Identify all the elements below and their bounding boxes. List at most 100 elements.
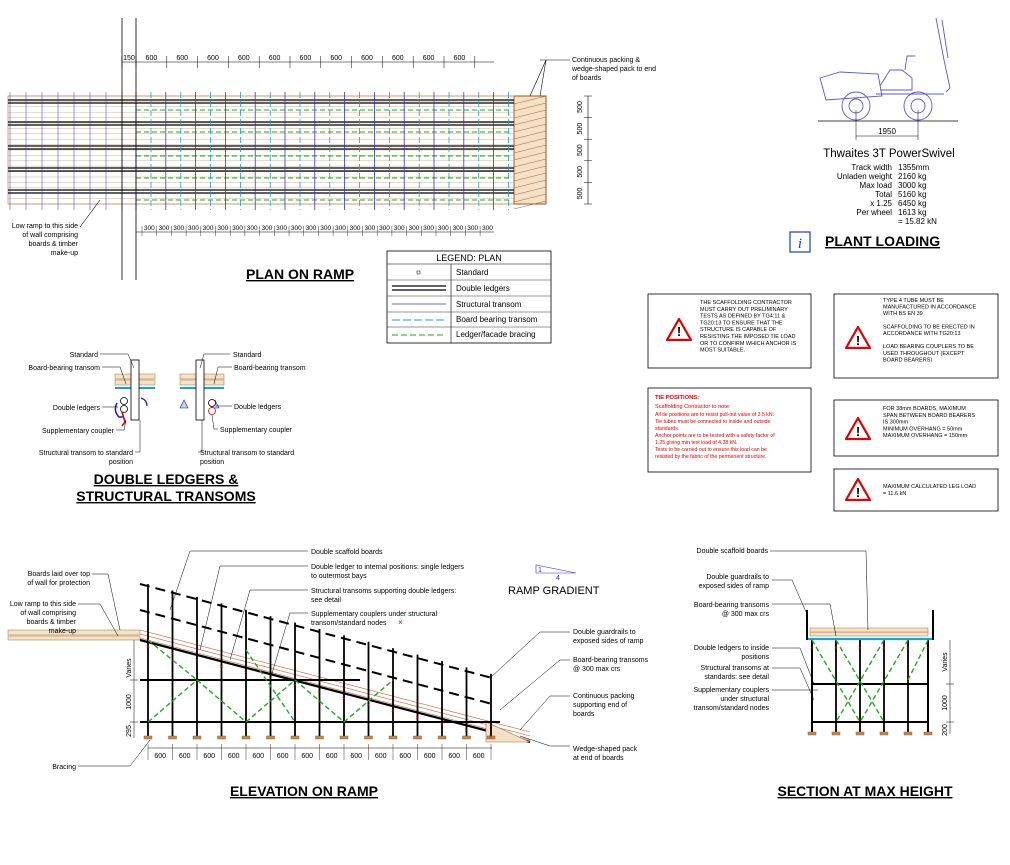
detail-l-position: position — [109, 459, 133, 466]
plant-row-label: Max load — [860, 181, 892, 190]
bottom-dim-label: 300 — [203, 225, 214, 232]
bottom-dim-label: 300 — [320, 225, 331, 232]
base-plate — [903, 731, 913, 736]
bottom-dim-label: 300 — [291, 225, 302, 232]
warning-text-line: TESTS AS DEFINED BY TG4:11 & — [700, 314, 786, 320]
base-plate — [266, 735, 275, 740]
plant-row-value: 1613 kg — [898, 208, 926, 217]
top-dim-label: 600 — [423, 55, 435, 62]
warning-text-line: FOR 38mm BOARDS, MAXIMUM — [883, 406, 966, 412]
detail-r-board-bearing: Board-bearing transom — [234, 365, 306, 372]
elev-vdim-varies: Varies — [126, 658, 133, 678]
sec-label-5: Double ledgers to inside — [694, 645, 769, 652]
sec-vdim-200: 200 — [942, 724, 949, 736]
elev-right-6: boards — [573, 711, 595, 718]
detail-title-1: DOUBLE LEDGERS & — [94, 471, 239, 487]
warning-text-line: TG20:13 TO ENSURE THAT THE — [700, 320, 783, 326]
bottom-dim-label: 300 — [350, 225, 361, 232]
warning-icon: ! — [844, 325, 872, 350]
svg-text:!: ! — [856, 485, 860, 500]
gradient-title: RAMP GRADIENT — [508, 585, 600, 597]
plant-dim: 1950 — [878, 127, 896, 136]
detail-r-position: position — [200, 459, 224, 466]
plant-row-label: Per wheel — [856, 208, 892, 217]
elev-bracing — [245, 679, 296, 723]
sec-label-2: exposed sides of ramp — [699, 583, 770, 590]
legend-item-standard: Standard — [456, 268, 488, 277]
elev-label-2: to outermost bays — [311, 573, 367, 580]
supp-coupler-mark: × — [440, 722, 444, 728]
detail-r-standard: Standard — [233, 352, 262, 359]
tie-line: Anchor points are to be tested with a sa… — [655, 433, 775, 439]
bottom-dim-label: 300 — [408, 225, 419, 232]
elev-right-8: at end of boards — [573, 755, 624, 762]
plant-row-value: 6450 kg — [898, 199, 926, 208]
top-dim-label: 600 — [330, 55, 342, 62]
supp-coupler-mark: × — [810, 646, 814, 652]
supp-coupler-mark: × — [926, 646, 930, 652]
warning-text-line: LOAD BEARING COUPLERS TO BE — [883, 344, 974, 350]
legend-item-bracing: Ledger/facade bracing — [456, 330, 536, 339]
detail-l-board-bearing: Board-bearing transom — [28, 365, 100, 372]
elev-left-5: make-up — [49, 628, 76, 635]
top-dim-label: 600 — [361, 55, 373, 62]
sec-label-1: Double guardrails to — [706, 574, 769, 581]
warning-icon: ! — [844, 416, 872, 441]
bottom-dim-label: 300 — [482, 225, 493, 232]
elev-label-0: Double scaffold boards — [311, 549, 383, 556]
elev-bay-dim: 600 — [448, 753, 460, 760]
base-plate — [217, 735, 226, 740]
bottom-dim-label: 300 — [394, 225, 405, 232]
elev-left-1: of wall for protection — [27, 580, 90, 587]
bottom-dim-label: 300 — [144, 225, 155, 232]
supp-coupler-mark: × — [146, 645, 150, 651]
elev-bay-dim: 600 — [326, 753, 338, 760]
info-icon — [789, 231, 811, 253]
elev-label-3: Structural transoms supporting double le… — [311, 588, 456, 595]
elev-label-4: see detail — [311, 597, 341, 604]
warning-text-line: OR TO CONFIRM WHICH ANCHOR IS — [700, 341, 797, 347]
dumper-icon — [819, 17, 951, 121]
elev-bay-dim: 600 — [228, 753, 240, 760]
sec-label-3: Board-bearing transoms — [694, 602, 770, 609]
plant-row-label: x 1.25 — [870, 199, 892, 208]
warning-text-line: MUST CARRY OUT PRELIMINARY — [700, 307, 788, 313]
detail-l-structural: Structural transom to standard — [39, 450, 133, 457]
bottom-dim-label: 300 — [276, 225, 287, 232]
top-dim-label: 600 — [176, 55, 188, 62]
elev-bay-dim: 600 — [277, 753, 289, 760]
supp-coupler-mark: × — [220, 664, 224, 670]
warning-text-line: MOST SUITABLE. — [700, 348, 746, 354]
sec-label-0: Double scaffold boards — [697, 548, 769, 555]
top-dim-label: 600 — [238, 55, 250, 62]
supp-coupler-mark: × — [195, 658, 199, 664]
tie-line: Tie tubes must be connected to inside an… — [655, 419, 771, 425]
warning-text-line: MAXIMUM CALCULATED LEG LOAD — [883, 484, 976, 490]
supp-coupler-mark: × — [416, 716, 420, 722]
elev-right-1: exposed sides of ramp — [573, 638, 644, 645]
plan-title: PLAN ON RAMP — [246, 266, 354, 282]
base-plate — [923, 731, 933, 736]
section-max-height: ×××××× Varies 1000 200 Double scaffold b… — [694, 548, 954, 799]
base-plate — [241, 735, 251, 740]
note-packing-1: Continuous packing & — [572, 57, 640, 64]
section-title: SECTION AT MAX HEIGHT — [778, 783, 953, 799]
bottom-dim-label: 300 — [217, 225, 228, 232]
elev-right-4: Continuous packing — [573, 693, 635, 700]
bottom-dim-label: 300 — [453, 225, 464, 232]
warning-icon: ! — [844, 477, 872, 502]
bottom-dim-label: 300 — [335, 225, 346, 232]
warning-text-line: RESISTING THE IMPOSED TIE LOAD — [700, 334, 795, 340]
supp-coupler-mark: × — [269, 677, 273, 683]
sec-vdim-varies: Varies — [942, 652, 949, 672]
base-plate — [413, 735, 422, 740]
tie-line: 1.25 giving min test load of 4.38 kN. — [655, 440, 737, 446]
svg-text:×: × — [398, 618, 403, 627]
warning-text-line: = 11.6 kN — [883, 491, 906, 497]
elev-bay-dim: 600 — [399, 753, 411, 760]
detail-l-supp-coupler: Supplementary coupler — [42, 428, 115, 435]
tie-title: TIE POSITIONS: — [655, 395, 699, 401]
base-plate — [143, 735, 153, 740]
